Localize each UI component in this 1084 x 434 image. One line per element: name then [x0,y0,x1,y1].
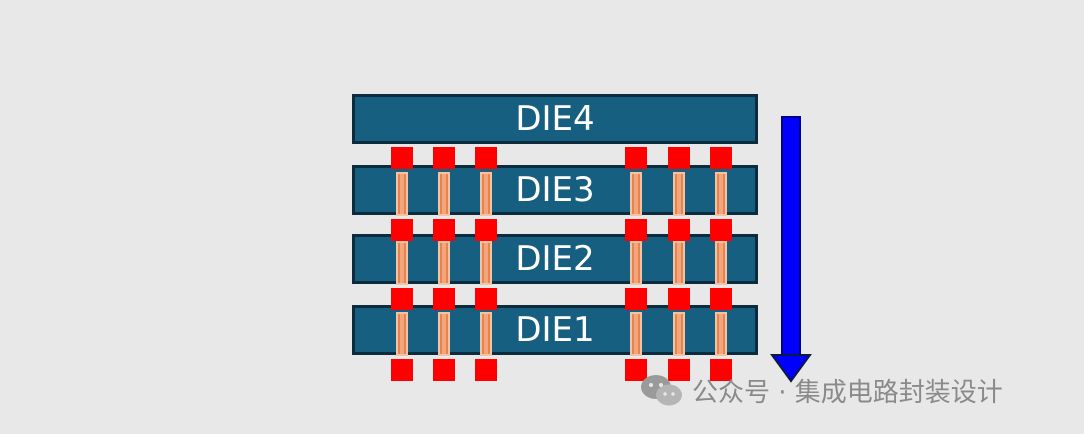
watermark: 公众号 · 集成电路封装设计 [640,372,1003,409]
tsv-via [673,312,685,356]
die-4: DIE4 [352,94,758,144]
tsv-via [480,312,492,356]
bump-pad [625,359,647,381]
tsv-via [715,241,727,285]
tsv-via [480,172,492,216]
bump-pad [433,359,455,381]
bump-pad [668,147,690,169]
bump-pad [668,288,690,310]
bump-pad [433,288,455,310]
tsv-via [438,241,450,285]
tsv-via [480,241,492,285]
tsv-via [715,172,727,216]
tsv-via [673,172,685,216]
bump-pad [710,288,732,310]
die-4-label: DIE4 [515,99,595,139]
tsv-via [715,312,727,356]
tsv-via [438,172,450,216]
bump-pad [710,147,732,169]
die-2-label: DIE2 [515,239,595,279]
bump-pad [391,288,413,310]
bump-pad [475,288,497,310]
bump-pad [710,359,732,381]
tsv-via [673,241,685,285]
bump-pad [625,147,647,169]
bump-pad [625,219,647,241]
bump-pad [668,219,690,241]
bump-pad [433,147,455,169]
tsv-via [630,241,642,285]
bump-pad [475,219,497,241]
die-1-label: DIE1 [515,310,595,350]
watermark-text: 公众号 · 集成电路封装设计 [692,378,1003,408]
bump-pad [391,219,413,241]
bump-pad [391,147,413,169]
bump-pad [475,359,497,381]
bump-pad [433,219,455,241]
tsv-via [438,312,450,356]
bump-pad [668,359,690,381]
bump-pad [475,147,497,169]
tsv-via [396,241,408,285]
bump-pad [391,359,413,381]
tsv-via [630,312,642,356]
tsv-via [396,172,408,216]
wechat-logo-icon [641,374,682,405]
stacking-direction-arrow [770,116,812,383]
bump-pad [625,288,647,310]
tsv-via [396,312,408,356]
bump-pad [710,219,732,241]
die-2: DIE2 [352,234,758,284]
die-1: DIE1 [352,305,758,355]
tsv-via [630,172,642,216]
die-3-label: DIE3 [515,170,595,210]
die-3: DIE3 [352,165,758,215]
